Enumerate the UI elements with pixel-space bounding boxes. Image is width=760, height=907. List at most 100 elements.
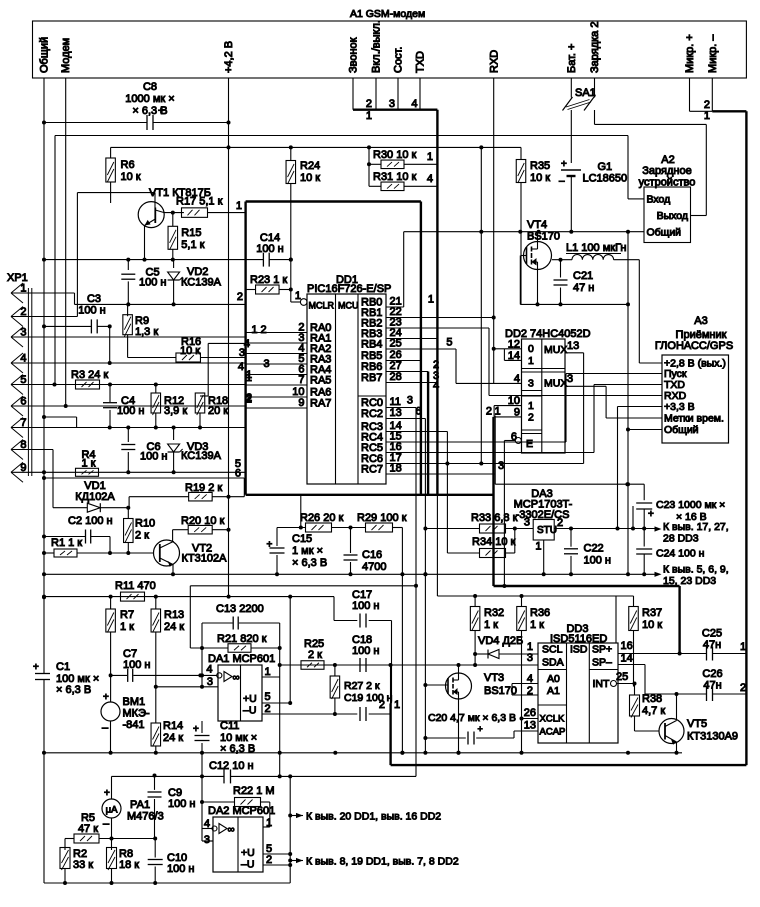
svg-text:R15: R15 xyxy=(181,227,201,239)
svg-text:100 мк ×: 100 мк × xyxy=(56,673,99,685)
svg-text:RA3: RA3 xyxy=(310,354,331,366)
svg-text:5: 5 xyxy=(20,374,26,386)
svg-text:9: 9 xyxy=(298,397,304,409)
svg-text:C24 100 н: C24 100 н xyxy=(656,548,705,560)
svg-text:MUX: MUX xyxy=(544,378,567,390)
svg-text:3: 3 xyxy=(524,517,530,529)
svg-text:4: 4 xyxy=(238,361,244,373)
svg-text:RA0: RA0 xyxy=(310,322,331,334)
svg-text:R27 2 к: R27 2 к xyxy=(344,680,380,692)
svg-text:100 н: 100 н xyxy=(140,451,167,463)
svg-text:RXD: RXD xyxy=(664,390,687,402)
svg-text:RA5: RA5 xyxy=(310,375,331,387)
svg-text:4: 4 xyxy=(298,343,304,355)
svg-text:5: 5 xyxy=(235,458,241,470)
svg-text:14: 14 xyxy=(508,350,520,362)
svg-text:1: 1 xyxy=(265,666,271,678)
svg-text:С8: С8 xyxy=(143,81,157,93)
svg-text:+: + xyxy=(267,540,273,551)
svg-text:SDA: SDA xyxy=(542,657,564,669)
svg-text:+: + xyxy=(158,106,164,117)
svg-text:2: 2 xyxy=(298,322,304,334)
svg-text:К выв. 20 DD1, выв. 16 DD2: К выв. 20 DD1, выв. 16 DD2 xyxy=(306,811,441,823)
svg-text:+: + xyxy=(561,159,567,170)
svg-text:ISD5116ED: ISD5116ED xyxy=(550,633,607,645)
svg-text:R31 10 к: R31 10 к xyxy=(373,171,417,183)
svg-text:21: 21 xyxy=(390,296,402,308)
svg-text:25: 25 xyxy=(390,338,402,350)
svg-text:27: 27 xyxy=(390,360,402,372)
svg-text:47н: 47н xyxy=(703,680,721,692)
svg-text:18: 18 xyxy=(390,463,402,475)
svg-text:С17: С17 xyxy=(352,589,372,601)
svg-text:–: – xyxy=(559,176,565,187)
svg-text:47 н: 47 н xyxy=(573,282,594,294)
svg-text:C23 1000 мк ×: C23 1000 мк × xyxy=(656,499,725,511)
svg-text:RC0: RC0 xyxy=(361,397,383,409)
svg-text:10 мк ×: 10 мк × xyxy=(220,732,257,744)
svg-text:VT5: VT5 xyxy=(687,718,707,730)
svg-text:R2: R2 xyxy=(73,848,87,860)
svg-text:47 к: 47 к xyxy=(78,823,98,835)
svg-text:1: 1 xyxy=(428,294,434,306)
svg-text:Выход: Выход xyxy=(657,210,688,222)
svg-text:RB0: RB0 xyxy=(361,297,382,309)
svg-text:R33 6,8 к: R33 6,8 к xyxy=(471,512,518,524)
svg-text:4: 4 xyxy=(20,353,26,365)
svg-text:PIC16F726-E/SP: PIC16F726-E/SP xyxy=(307,283,391,295)
svg-text:C13 2200: C13 2200 xyxy=(216,603,264,615)
svg-text:μА: μА xyxy=(106,805,118,816)
svg-text:16: 16 xyxy=(621,640,633,652)
svg-text:1 к: 1 к xyxy=(120,621,134,633)
svg-text:С6: С6 xyxy=(147,441,161,453)
svg-text:Бат. +: Бат. + xyxy=(566,44,578,73)
svg-text:15: 15 xyxy=(390,431,402,443)
svg-text:10: 10 xyxy=(508,395,520,407)
svg-text:1 к: 1 к xyxy=(484,619,498,631)
svg-text:2: 2 xyxy=(20,306,26,318)
svg-text:10 к: 10 к xyxy=(530,172,550,184)
svg-text:R18: R18 xyxy=(208,395,228,407)
svg-text:2: 2 xyxy=(557,517,563,529)
svg-text:6: 6 xyxy=(20,396,26,408)
svg-text:2: 2 xyxy=(740,682,746,694)
svg-text:2: 2 xyxy=(433,359,439,371)
svg-text:4,7 к: 4,7 к xyxy=(642,705,665,717)
svg-text:7: 7 xyxy=(298,374,304,386)
svg-text:26: 26 xyxy=(390,349,402,361)
svg-text:RB4: RB4 xyxy=(361,339,382,351)
svg-text:RB2: RB2 xyxy=(361,318,382,330)
svg-text:STU: STU xyxy=(537,525,557,536)
svg-text:100 н: 100 н xyxy=(167,863,194,875)
svg-text:MUX: MUX xyxy=(544,344,567,356)
svg-text:С15: С15 xyxy=(292,533,312,545)
svg-text:ISD: ISD xyxy=(570,644,588,656)
svg-text:12: 12 xyxy=(508,339,520,351)
svg-text:RA7: RA7 xyxy=(310,398,331,410)
svg-text:1000 мк ×: 1000 мк × xyxy=(125,93,174,105)
svg-text:1: 1 xyxy=(394,699,400,711)
svg-text:26: 26 xyxy=(524,707,536,719)
svg-text:100 н: 100 н xyxy=(123,659,150,671)
svg-text:R19 2 к: R19 2 к xyxy=(185,482,222,494)
svg-text:DA1 MCP601: DA1 MCP601 xyxy=(208,653,275,665)
svg-text:R11 470: R11 470 xyxy=(115,580,156,592)
svg-text:1: 1 xyxy=(246,369,252,381)
svg-text:6: 6 xyxy=(415,406,421,418)
svg-text:3: 3 xyxy=(239,347,245,359)
svg-text:ACAP: ACAP xyxy=(540,727,566,738)
svg-text:7: 7 xyxy=(20,417,26,429)
svg-text:RXD: RXD xyxy=(489,50,501,73)
svg-text:24: 24 xyxy=(390,327,402,339)
svg-text:Модем: Модем xyxy=(60,38,72,73)
svg-text:R32: R32 xyxy=(484,607,504,619)
svg-text:10 к: 10 к xyxy=(642,619,662,631)
svg-text:3,9 к: 3,9 к xyxy=(164,405,187,417)
svg-text:R35: R35 xyxy=(530,160,550,172)
svg-text:ВМ1: ВМ1 xyxy=(123,696,146,708)
svg-text:R23 1 к: R23 1 к xyxy=(250,274,287,286)
svg-text:1: 1 xyxy=(366,110,372,122)
svg-text:А3: А3 xyxy=(694,315,707,327)
svg-text:С11: С11 xyxy=(220,720,239,732)
svg-text:R14: R14 xyxy=(163,720,183,732)
